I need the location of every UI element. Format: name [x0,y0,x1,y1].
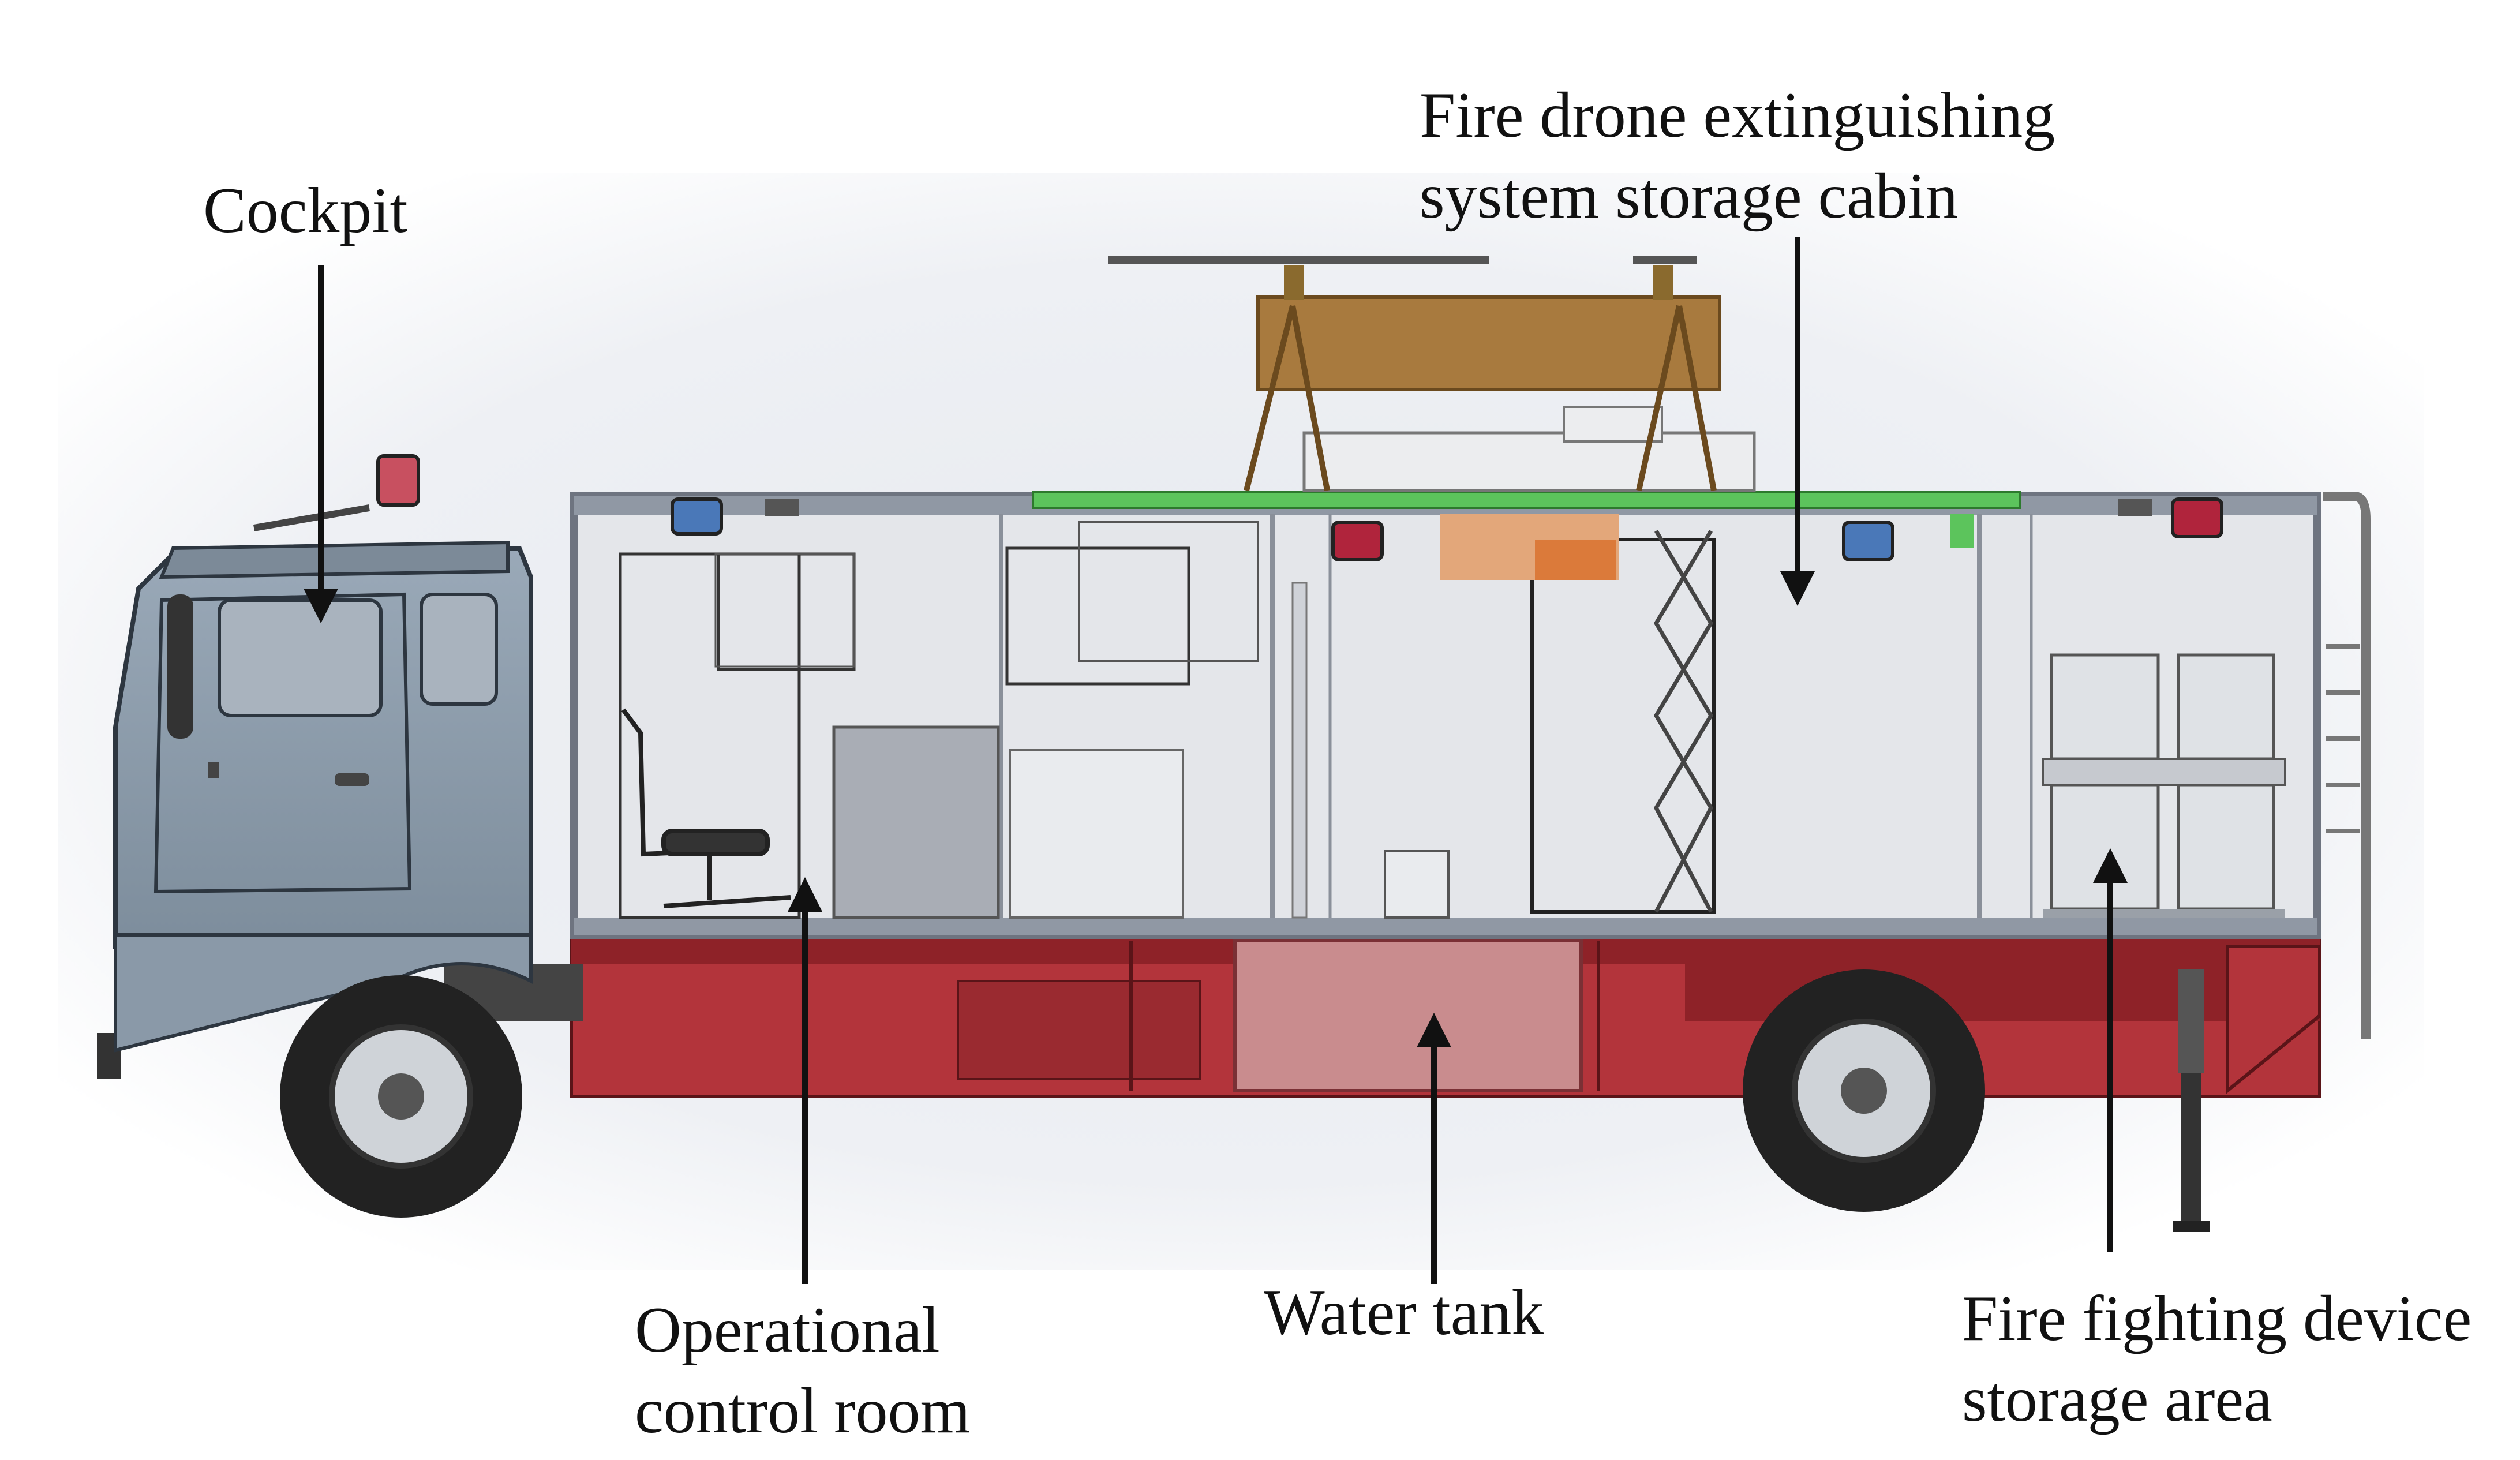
support-leg-icon [2173,969,2210,1232]
box-body [570,491,2371,1039]
cab [97,454,533,1079]
label-cockpit: Cockpit [203,175,408,246]
blue-light-icon [1842,521,1894,561]
office-chair-icon [621,708,791,908]
red-light-icon [1331,521,1384,561]
label-drone-cabin-line-1: Fire drone extinguishing [1420,80,2055,151]
label-device-storage-line-2: storage area [1962,1364,2272,1435]
label-control-room-line-1: Operational [635,1294,940,1366]
label-device-storage: Fire fighting device storage area [1962,1278,2472,1440]
label-drone-cabin-line-2: system storage cabin [1420,160,1959,232]
label-water-tank: Water tank [1264,1277,1544,1349]
label-drone-cabin: Fire drone extinguishing system storage … [1420,75,2055,237]
blue-light-icon [671,497,723,536]
drone-icon [1108,256,1756,492]
pointer-arrows [304,237,2128,1284]
small-light-icon [2118,499,2152,516]
front-wheel-icon [280,975,522,1218]
beacon-icon [376,454,420,507]
small-light-icon [765,499,799,516]
rear-wheel-icon [1743,969,1985,1212]
water-tank-block [1233,939,1583,1092]
lower-body [444,933,2321,1098]
label-control-room: Operational control room [635,1290,971,1451]
label-control-room-line-2: control room [635,1375,971,1447]
label-device-storage-line-1: Fire fighting device [1962,1283,2472,1354]
red-light-icon [2171,497,2223,538]
